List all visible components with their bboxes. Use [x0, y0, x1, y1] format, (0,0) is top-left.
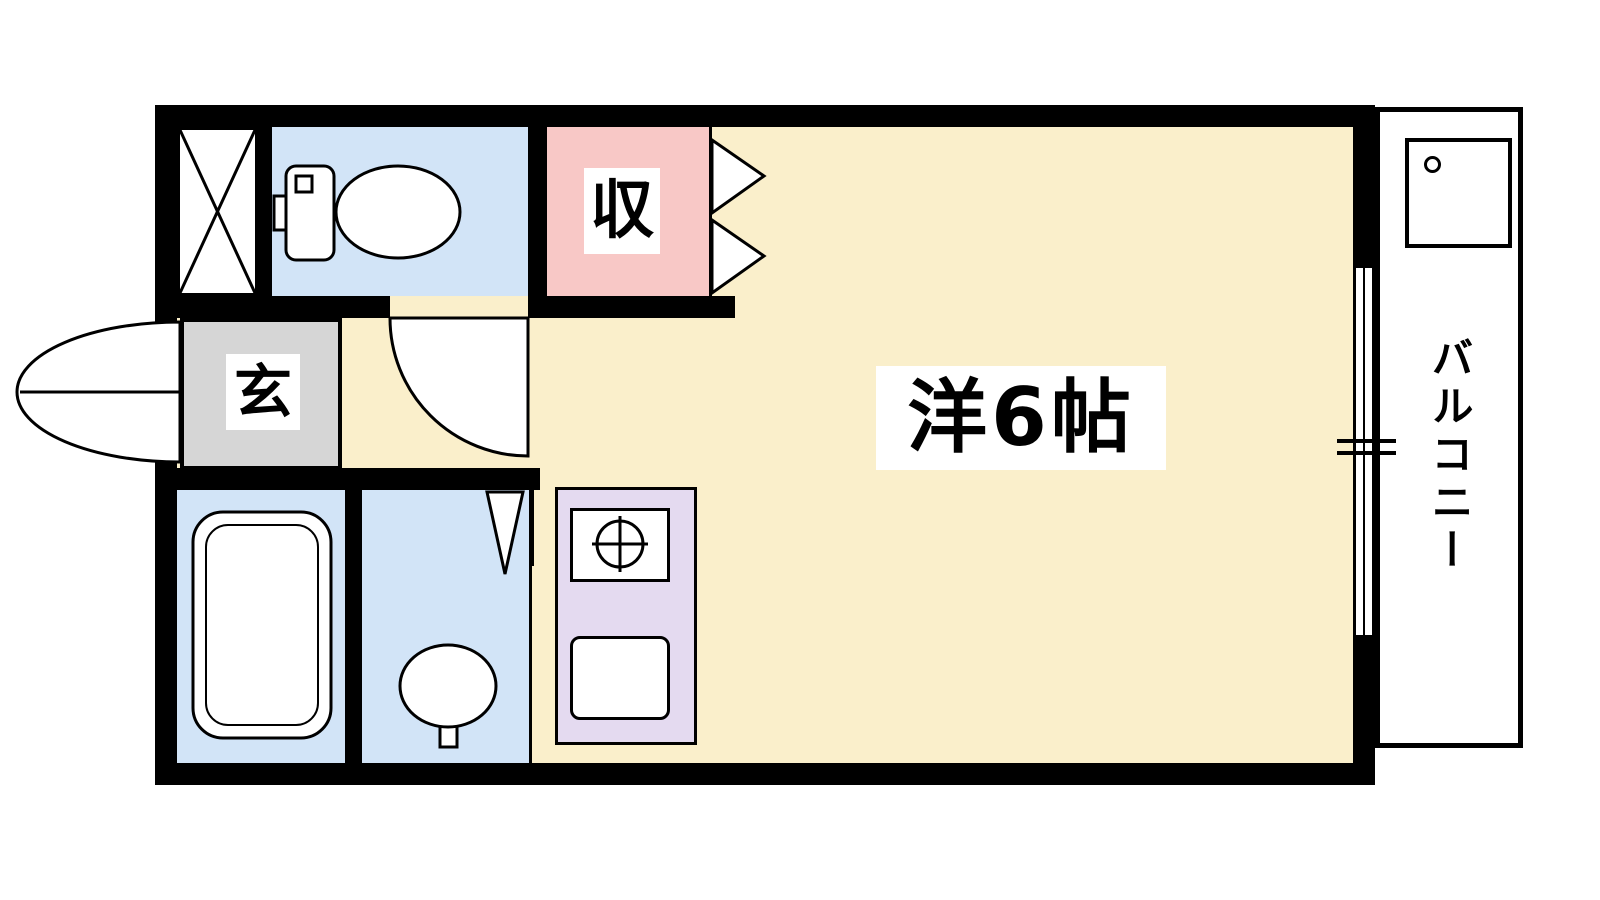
toilet-room [272, 127, 528, 296]
closet-label: 収 [584, 168, 660, 254]
wall-below-toilet [177, 296, 390, 318]
wall-bath-washroom [345, 490, 362, 763]
stove-box [570, 508, 670, 582]
wall-below-closet [528, 296, 735, 318]
wall-corridor-bottom [155, 468, 540, 490]
balcony-window [1353, 268, 1375, 635]
balcony-label: バルコニー [1420, 298, 1478, 614]
entrance-doorway-gap [155, 324, 181, 460]
balcony-sink [1405, 138, 1512, 248]
entrance-label: 玄 [226, 354, 300, 430]
faucet-dot-icon [1424, 156, 1441, 173]
bathroom [177, 490, 345, 763]
main-room-label: 洋6帖 [876, 366, 1166, 470]
washroom [362, 490, 532, 763]
pipe-shaft [177, 127, 258, 296]
wall-shaft-toilet [258, 127, 272, 296]
kitchen-sink-box [570, 636, 670, 720]
wall-toilet-closet [528, 127, 547, 296]
